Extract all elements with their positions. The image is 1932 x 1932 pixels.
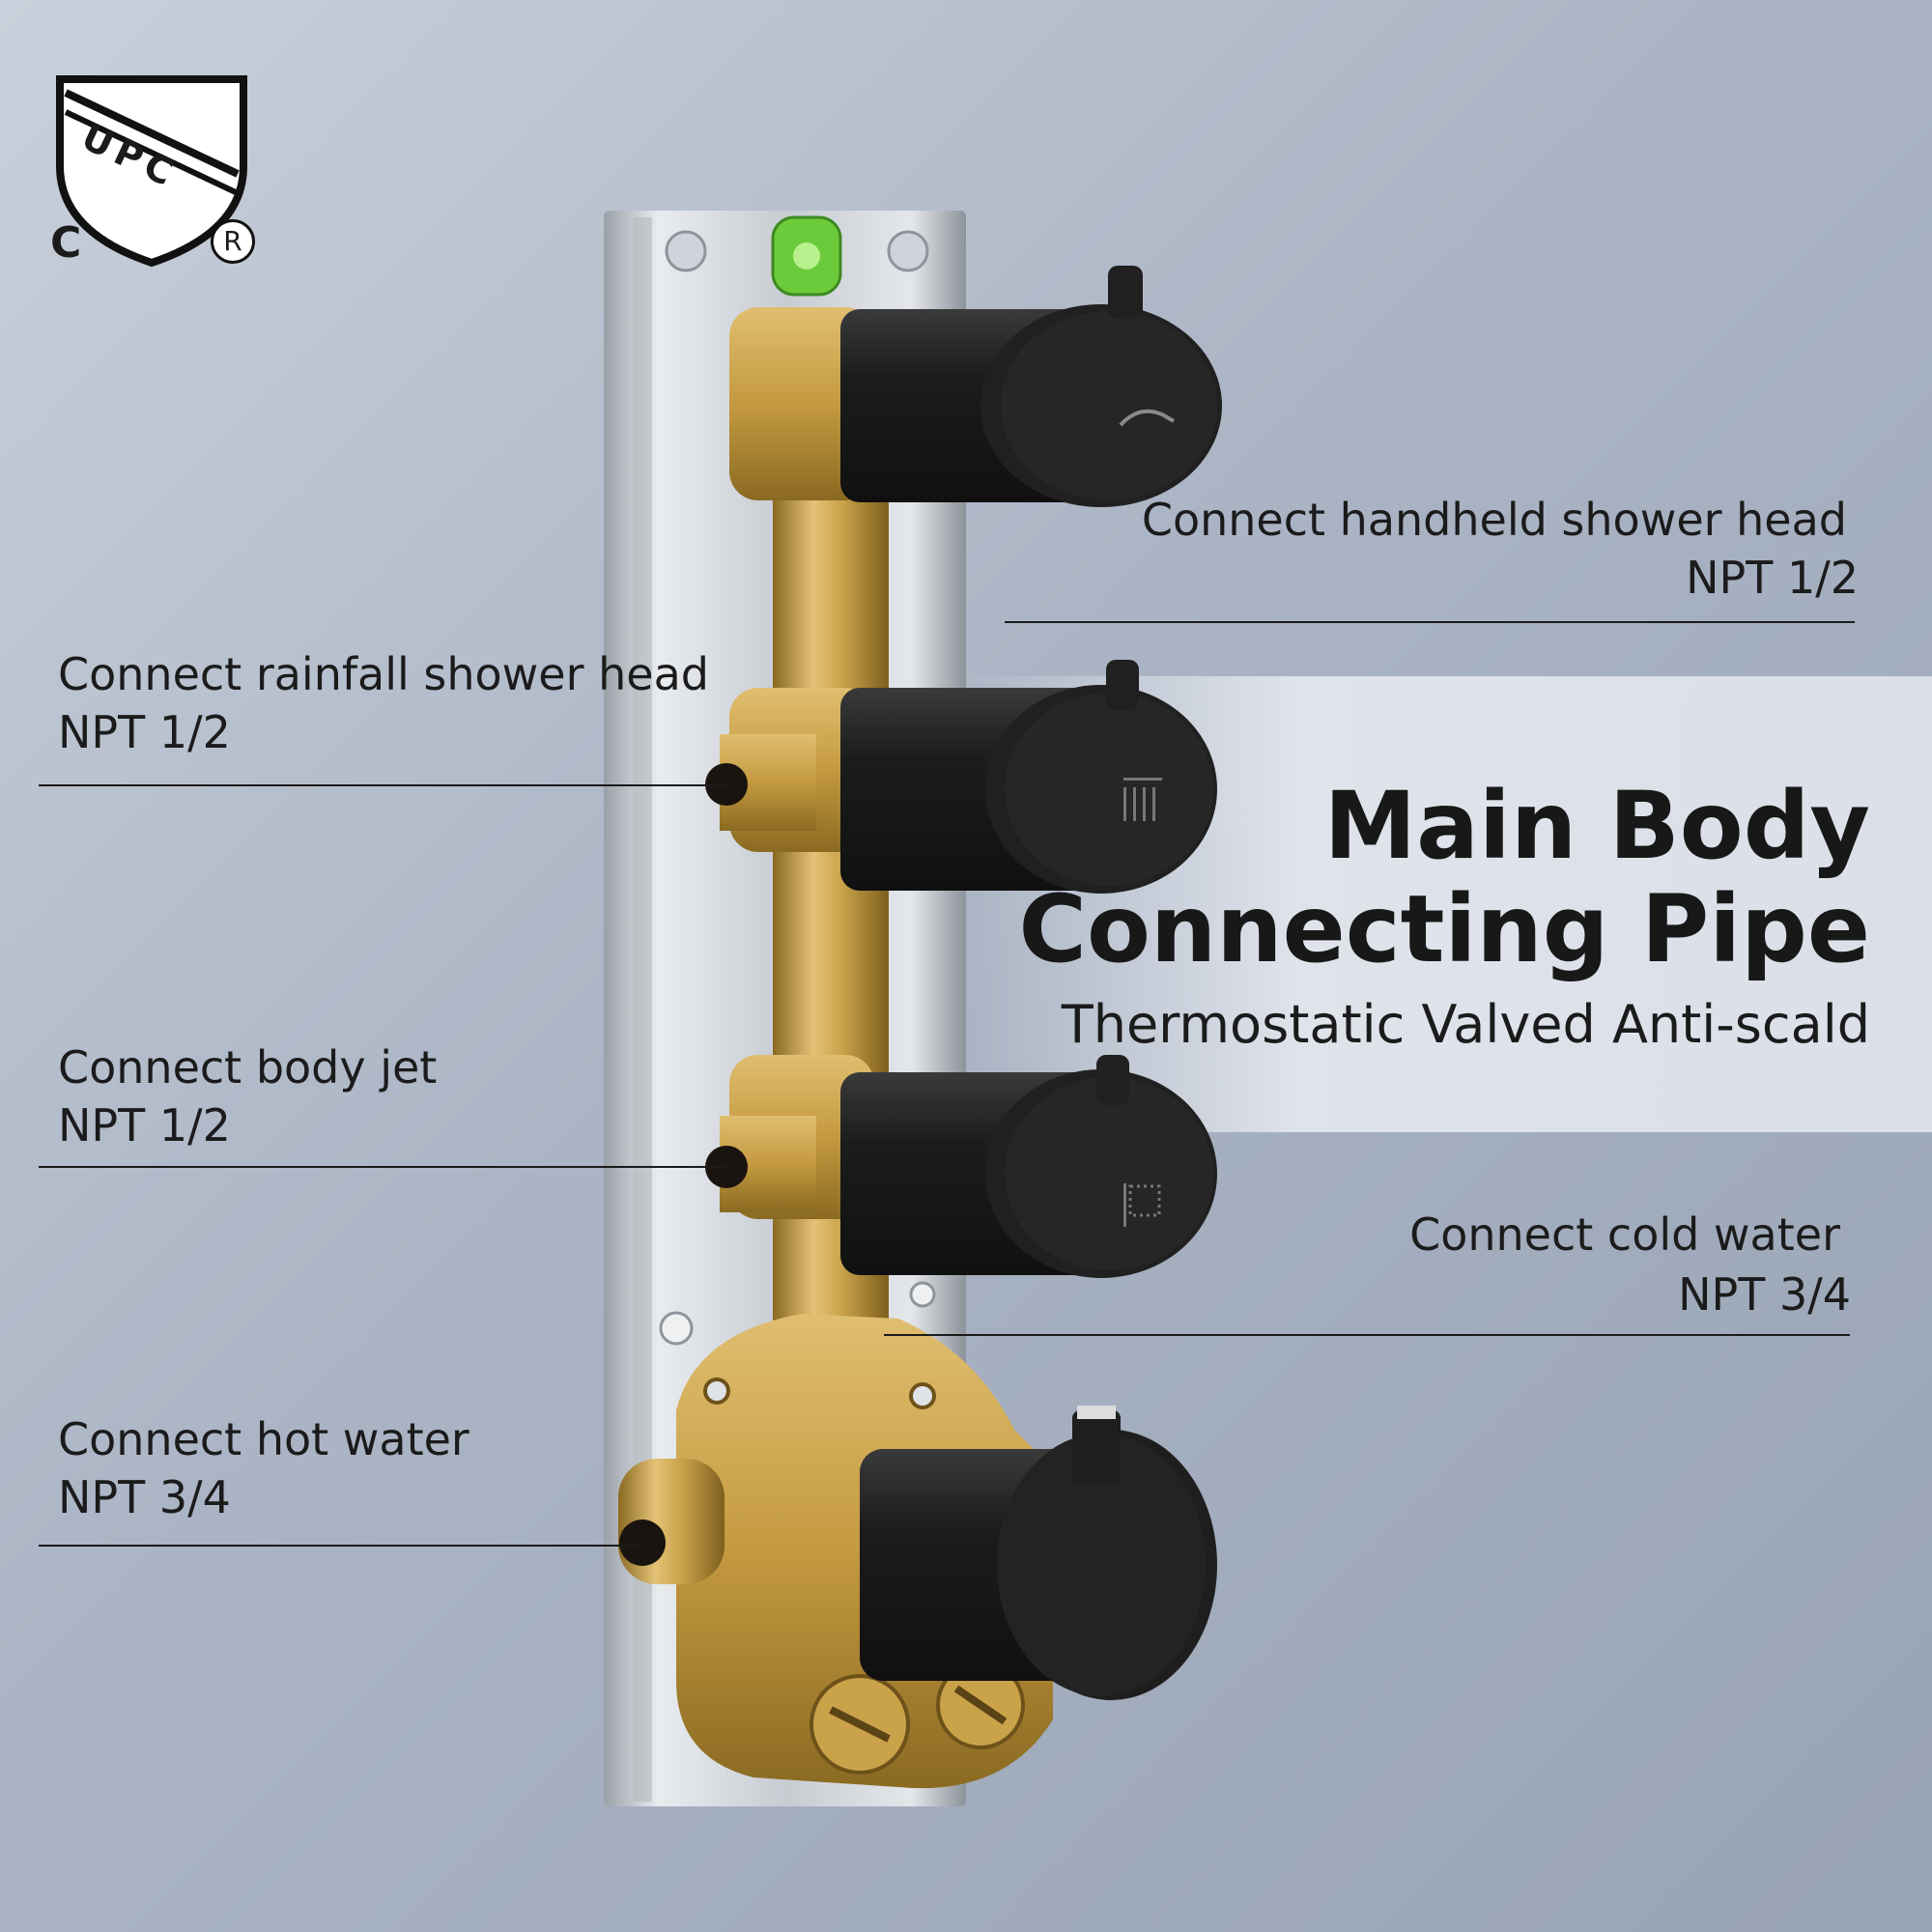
handle-thermostatic [860,1406,1217,1700]
title-line-2: Connecting Pipe [1018,875,1870,983]
callout-handheld-spec: NPT 1/2 [1686,552,1859,604]
rainfall-outlet [705,763,748,806]
upc-certification-logo [56,75,247,268]
callout-hot-water-spec: NPT 3/4 [58,1471,231,1523]
handle-body-jet [840,1055,1217,1278]
rainfall-shower-icon [1123,778,1162,821]
callout-hot-water-text: Connect hot water [58,1413,469,1465]
callout-rainfall-spec: NPT 1/2 [58,706,231,758]
callout-body-jet-line [39,1166,726,1168]
callout-body-jet-text: Connect body jet [58,1041,438,1094]
callout-cold-water-spec: NPT 3/4 [1678,1268,1851,1321]
handle-handheld [840,266,1222,507]
callout-hot-water-line [39,1545,642,1547]
title-subtitle: Thermostatic Valved Anti-scald [1061,994,1870,1055]
handheld-shower-icon [1119,409,1176,427]
registered-mark: R [211,219,255,264]
upc-c-letter: C [50,218,82,268]
body-jet-icon [1123,1183,1161,1227]
callout-body-jet-spec: NPT 1/2 [58,1099,231,1151]
callout-handheld-text: Connect handheld shower head [1141,494,1847,546]
hot-water-inlet [619,1520,666,1566]
callout-cold-water-line [884,1334,1850,1336]
callout-rainfall-line [39,784,726,786]
callout-handheld-line [1005,621,1855,623]
callout-cold-water-text: Connect cold water [1409,1208,1840,1261]
title-line-1: Main Body [1323,772,1870,880]
handle-rainfall [840,660,1217,894]
callout-rainfall-text: Connect rainfall shower head [58,648,709,700]
body-jet-outlet [705,1146,748,1188]
